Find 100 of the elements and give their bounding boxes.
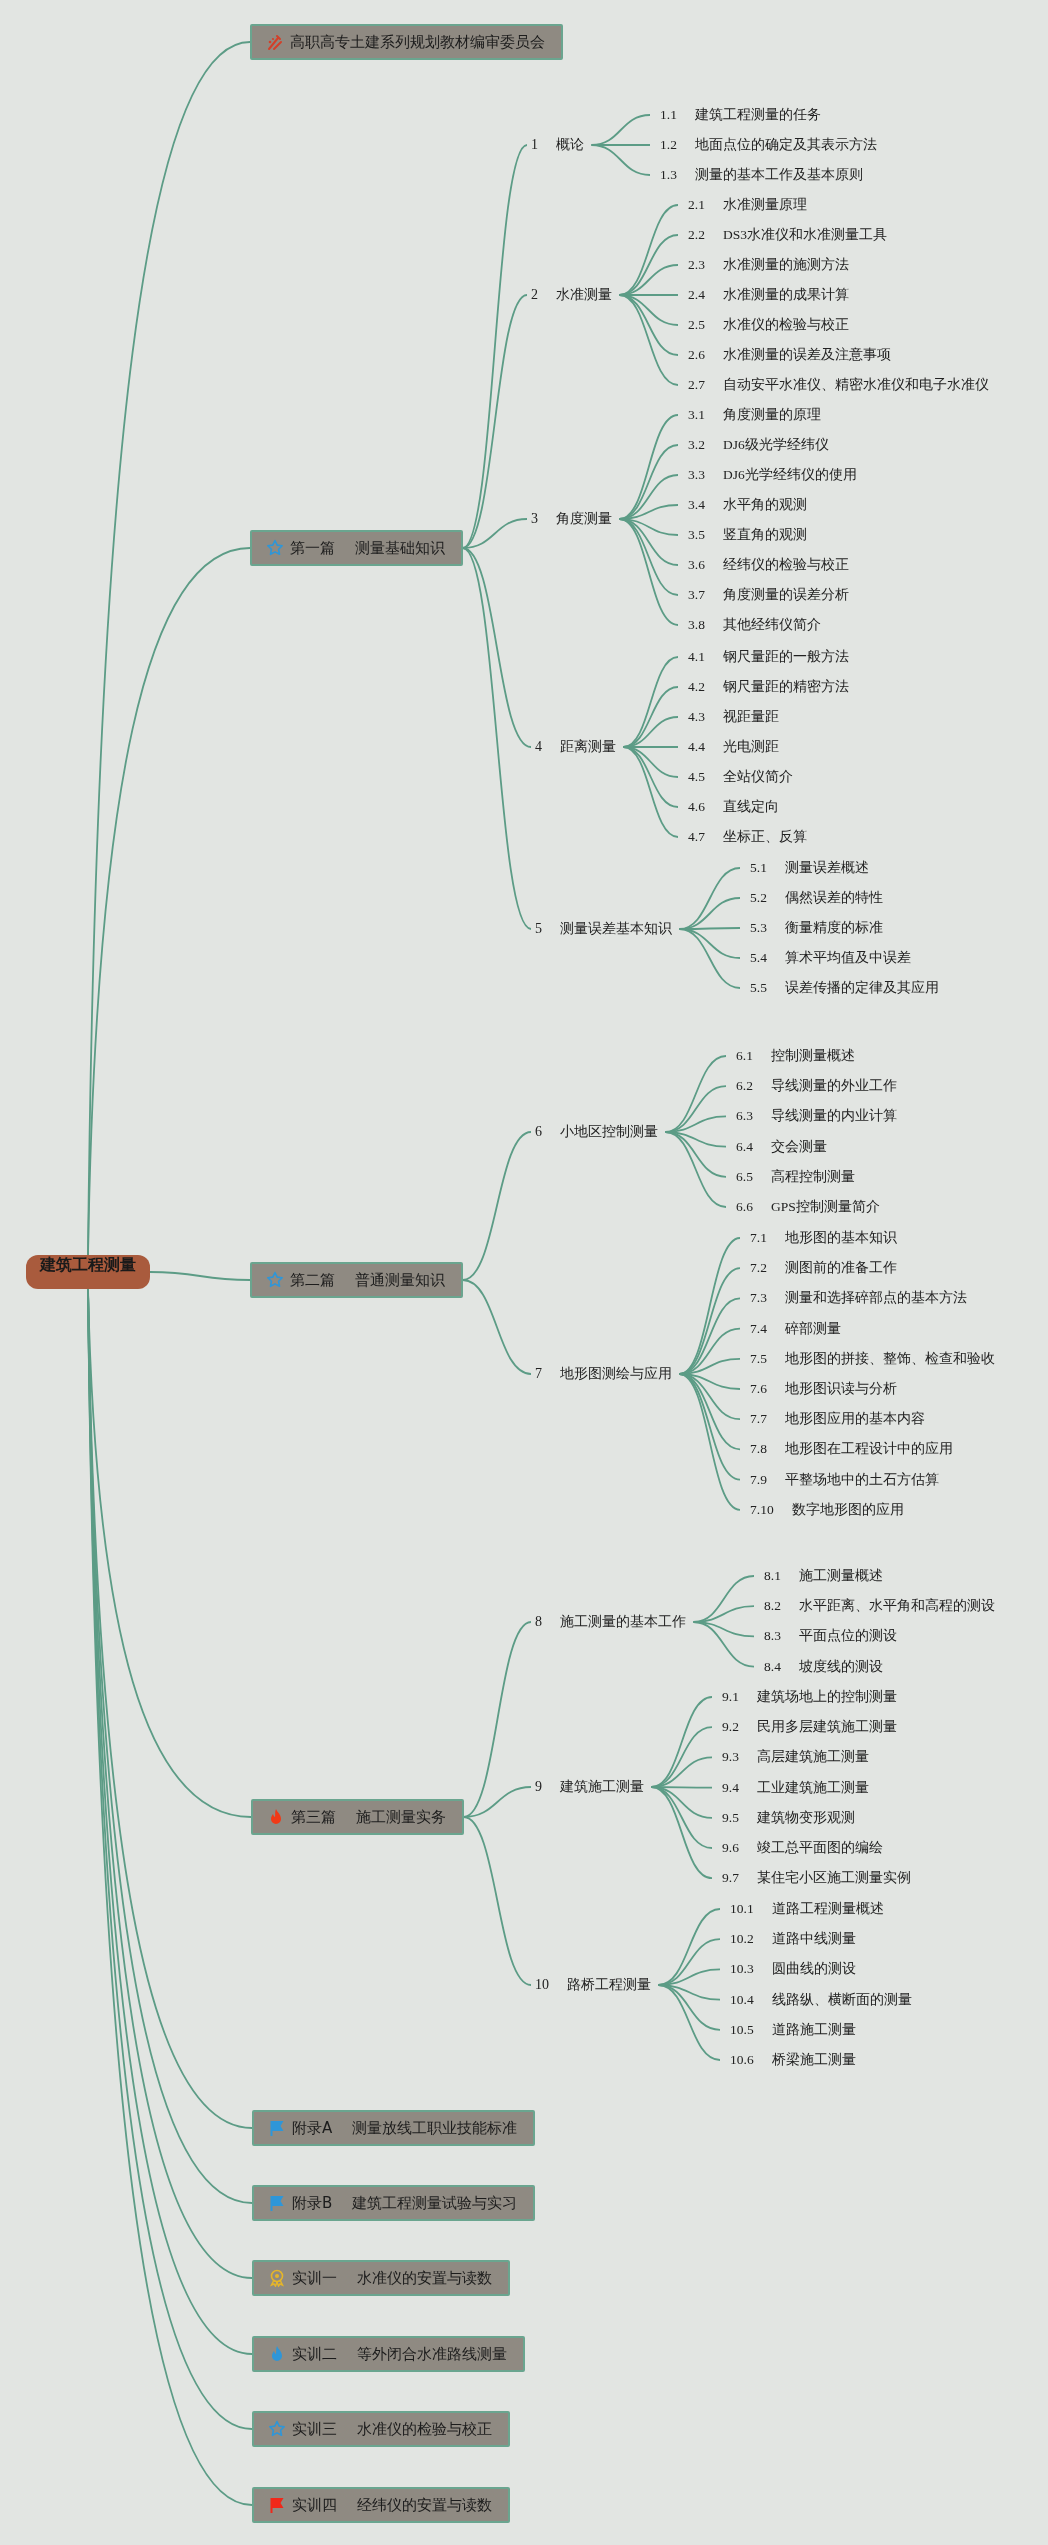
connector-line bbox=[461, 547, 532, 930]
item-text: 7.1 地形图的基本知识 bbox=[740, 1227, 902, 1249]
connector-line bbox=[618, 518, 679, 626]
topic-text: 实训一 水准仪的安置与读数 bbox=[292, 2268, 492, 2288]
item-text: 1.1 建筑工程测量的任务 bbox=[650, 104, 826, 126]
connector-line bbox=[678, 1373, 741, 1511]
item-text: 6.4 交会测量 bbox=[726, 1135, 832, 1158]
item-text: 3.8 其他经纬仪简介 bbox=[678, 614, 826, 636]
item-text: 10.2 道路中线测量 bbox=[720, 1928, 860, 1951]
item-text: 3.3 DJ6光学经纬仪的使用 bbox=[678, 464, 861, 486]
topic-box bbox=[252, 2260, 510, 2296]
topic-box bbox=[250, 530, 463, 566]
subtopic-text: 6 小地区控制测量 bbox=[531, 1121, 666, 1143]
item-text: 8.2 水平距离、水平角和高程的测设 bbox=[754, 1595, 1000, 1618]
item-text: 7.4 碎部测量 bbox=[740, 1317, 846, 1340]
item-text: 2.6 水准测量的误差及注意事项 bbox=[678, 344, 896, 366]
item-text: 6.1 控制测量概述 bbox=[726, 1045, 860, 1067]
topic-box bbox=[252, 2487, 510, 2523]
topic-text: 实训二 等外闭合水准路线测量 bbox=[292, 2344, 507, 2364]
topic-box bbox=[250, 1262, 463, 1298]
item-text: 5.4 算术平均值及中误差 bbox=[740, 947, 916, 969]
topic-text: 实训三 水准仪的检验与校正 bbox=[292, 2419, 492, 2439]
item-text: 2.7 自动安平水准仪、精密水准仪和电子水准仪 bbox=[678, 374, 994, 396]
item-text: 1.3 测量的基本工作及基本原则 bbox=[650, 164, 868, 186]
item-text: 5.5 误差传播的定律及其应用 bbox=[740, 977, 944, 999]
topic-text: 附录B 建筑工程测量试验与实习 bbox=[292, 2193, 518, 2213]
subtopic-text: 3 角度测量 bbox=[527, 508, 620, 530]
item-text: 6.3 导线测量的内业计算 bbox=[726, 1105, 902, 1128]
subtopic-text: 2 水准测量 bbox=[527, 284, 620, 306]
central-topic: 建筑工程测量 bbox=[26, 1255, 150, 1289]
topic-box bbox=[252, 2336, 525, 2372]
item-text: 4.2 钢尺量距的精密方法 bbox=[678, 676, 854, 698]
item-text: 4.6 直线定向 bbox=[678, 796, 784, 818]
subtopic-text: 5 测量误差基本知识 bbox=[531, 918, 680, 940]
connector-line bbox=[87, 547, 251, 1256]
item-text: 7.8 地形图在工程设计中的应用 bbox=[740, 1438, 958, 1461]
item-text: 4.7 坐标正、反算 bbox=[678, 826, 812, 848]
item-text: 3.2 DJ6级光学经纬仪 bbox=[678, 434, 833, 456]
item-text: 9.7 某住宅小区施工测量实例 bbox=[712, 1867, 916, 1890]
item-text: 4.3 视距量距 bbox=[678, 706, 784, 728]
item-text: 3.6 经纬仪的检验与校正 bbox=[678, 554, 854, 576]
subtopic-text: 8 施工测量的基本工作 bbox=[531, 1611, 694, 1633]
topic-text: 第一篇 测量基础知识 bbox=[290, 538, 445, 558]
item-text: 7.7 地形图应用的基本内容 bbox=[740, 1408, 930, 1431]
connector-line bbox=[149, 1271, 251, 1281]
item-text: 5.2 偶然误差的特性 bbox=[740, 887, 888, 909]
item-text: 9.3 高层建筑施工测量 bbox=[712, 1746, 874, 1769]
item-text: 2.2 DS3水准仪和水准测量工具 bbox=[678, 224, 892, 246]
item-text: 8.3 平面点位的测设 bbox=[754, 1625, 902, 1648]
item-text: 10.3 圆曲线的测设 bbox=[720, 1958, 860, 1981]
item-text: 2.4 水准测量的成果计算 bbox=[678, 284, 854, 306]
item-text: 4.4 光电测距 bbox=[678, 736, 784, 758]
topic-box bbox=[250, 24, 563, 60]
connector-line bbox=[650, 1786, 713, 1880]
item-text: 9.5 建筑物变形观测 bbox=[712, 1806, 860, 1829]
item-text: 8.1 施工测量概述 bbox=[754, 1565, 888, 1587]
item-text: 6.5 高程控制测量 bbox=[726, 1165, 860, 1188]
item-text: 7.6 地形图识读与分析 bbox=[740, 1378, 902, 1400]
topic-box bbox=[252, 2110, 536, 2146]
connector-line bbox=[657, 1984, 721, 2061]
connector-line bbox=[590, 144, 651, 176]
connector-line bbox=[692, 1621, 755, 1668]
connector-line bbox=[622, 746, 679, 838]
item-text: 6.2 导线测量的外业工作 bbox=[726, 1075, 902, 1098]
subtopic-text: 1 概论 bbox=[527, 134, 592, 156]
item-text: 7.10 数字地形图的应用 bbox=[740, 1498, 908, 1521]
topic-text: 实训四 经纬仪的安置与读数 bbox=[292, 2495, 492, 2515]
topic-text: 高职高专土建系列规划教材编审委员会 bbox=[290, 32, 545, 52]
item-text: 3.7 角度测量的误差分析 bbox=[678, 584, 854, 606]
item-text: 3.5 竖直角的观测 bbox=[678, 524, 812, 546]
item-text: 7.9 平整场地中的土石方估算 bbox=[740, 1468, 944, 1491]
topic-box bbox=[251, 1799, 464, 1835]
item-text: 7.3 测量和选择碎部点的基本方法 bbox=[740, 1287, 972, 1310]
item-text: 2.5 水准仪的检验与校正 bbox=[678, 314, 854, 336]
connector-line bbox=[618, 294, 679, 386]
item-text: 10.5 道路施工测量 bbox=[720, 2018, 860, 2041]
item-text: 7.5 地形图的拼接、整饰、检查和验收 bbox=[740, 1347, 1000, 1370]
topic-text: 第二篇 普通测量知识 bbox=[290, 1270, 445, 1290]
connector-line bbox=[461, 1279, 532, 1375]
subtopic-text: 7 地形图测绘与应用 bbox=[531, 1363, 680, 1385]
subtopic-text: 4 距离测量 bbox=[531, 736, 624, 758]
topic-box bbox=[252, 2185, 536, 2221]
item-text: 10.6 桥梁施工测量 bbox=[720, 2049, 860, 2071]
item-text: 2.3 水准测量的施测方法 bbox=[678, 254, 854, 276]
connector-line bbox=[462, 1816, 532, 1986]
connector-line bbox=[678, 928, 741, 989]
item-text: 9.4 工业建筑施工测量 bbox=[712, 1776, 874, 1799]
item-text: 4.1 钢尺量距的一般方法 bbox=[678, 646, 854, 668]
topic-box bbox=[252, 2411, 510, 2447]
subtopic-text: 10 路桥工程测量 bbox=[531, 1974, 659, 1996]
item-text: 8.4 坡度线的测设 bbox=[754, 1655, 888, 1678]
subtopic-text: 9 建筑施工测量 bbox=[531, 1776, 652, 1798]
item-text: 4.5 全站仪简介 bbox=[678, 766, 798, 788]
item-text: 1.2 地面点位的确定及其表示方法 bbox=[650, 134, 882, 156]
item-text: 10.1 道路工程测量概述 bbox=[720, 1898, 888, 1920]
item-text: 9.1 建筑场地上的控制测量 bbox=[712, 1686, 902, 1708]
item-text: 3.1 角度测量的原理 bbox=[678, 404, 826, 426]
topic-text: 附录A 测量放线工职业技能标准 bbox=[292, 2118, 518, 2138]
item-text: 2.1 水准测量原理 bbox=[678, 194, 812, 216]
item-text: 5.1 测量误差概述 bbox=[740, 857, 874, 879]
